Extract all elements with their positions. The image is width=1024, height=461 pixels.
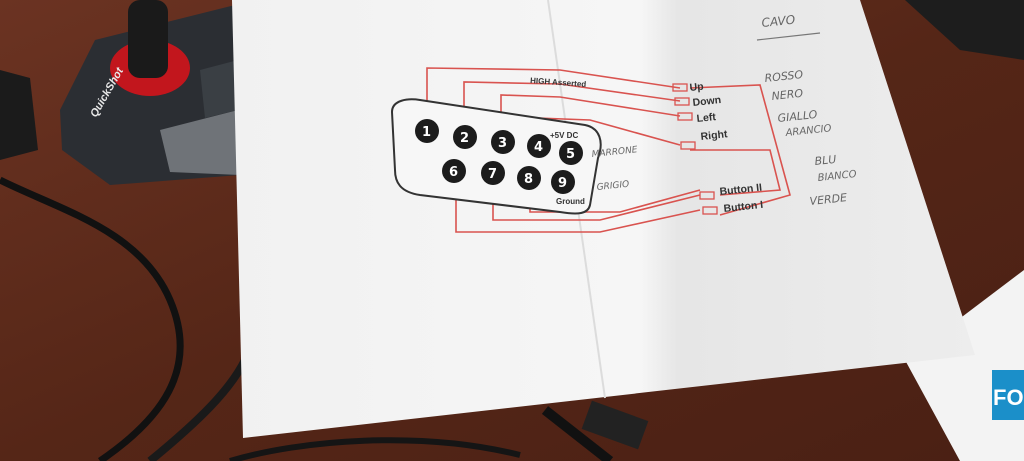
cable-plug [581, 400, 649, 450]
switch-icon [680, 141, 696, 150]
pin: 9 [551, 170, 575, 194]
pin-number: 5 [566, 147, 575, 162]
direction-label: Down [692, 94, 722, 109]
pin: 8 [517, 166, 541, 190]
button-label: Button II [719, 182, 763, 198]
pin: 2 [453, 125, 477, 149]
black-cable [229, 437, 521, 461]
pin: 6 [442, 159, 466, 183]
handwritten-note: VERDE [809, 191, 848, 208]
pin: 1 [415, 119, 439, 143]
pin-number: 3 [498, 136, 507, 151]
pin-number: 6 [449, 165, 458, 180]
handwritten-note: GIALLO [777, 108, 818, 125]
handwritten-underline [756, 32, 821, 41]
dark-object [905, 0, 1024, 60]
pin-number: 9 [558, 176, 567, 191]
black-cable [541, 406, 614, 461]
pin-number: 1 [422, 125, 431, 140]
switch-icon [702, 206, 718, 215]
button-label: Button I [723, 199, 764, 215]
handwritten-note: ROSSO [764, 68, 804, 85]
black-cable [0, 176, 184, 461]
handwritten-note: BIANCO [817, 169, 857, 184]
switch-icon [677, 112, 693, 121]
switch-icon [674, 97, 690, 106]
pin-number: 7 [488, 167, 497, 182]
pin: 7 [481, 161, 505, 185]
black-cable [147, 358, 249, 461]
pin-number: 8 [524, 172, 533, 187]
handwritten-note: MARRONE [591, 145, 638, 160]
joystick: QuickShot [60, 0, 240, 185]
printed-box: FO [905, 270, 1024, 461]
switch-icon [672, 83, 688, 92]
direction-label: Up [689, 81, 704, 94]
pin-number: 2 [460, 131, 469, 146]
handwritten-note: ARANCIO [784, 123, 832, 139]
pin-number: 4 [534, 140, 543, 155]
db9-connector [390, 98, 602, 215]
switch-icon [699, 191, 715, 200]
pin4-label: +5V DC [550, 131, 578, 140]
pin: 3 [491, 130, 515, 154]
ground-label: Ground [556, 197, 585, 206]
dark-object [0, 70, 38, 160]
direction-label: Right [700, 128, 728, 143]
handwritten-note: GRIGIO [596, 180, 629, 193]
handwritten-note: CAVO [761, 13, 796, 30]
pin: 5 [559, 141, 583, 165]
box-text: FO [993, 385, 1024, 410]
header-note: HIGH Asserted [530, 76, 587, 89]
pin: 4 [527, 134, 551, 158]
handwritten-note: BLU [814, 153, 837, 168]
direction-label: Left [696, 111, 717, 125]
handwritten-note: NERO [771, 87, 804, 103]
